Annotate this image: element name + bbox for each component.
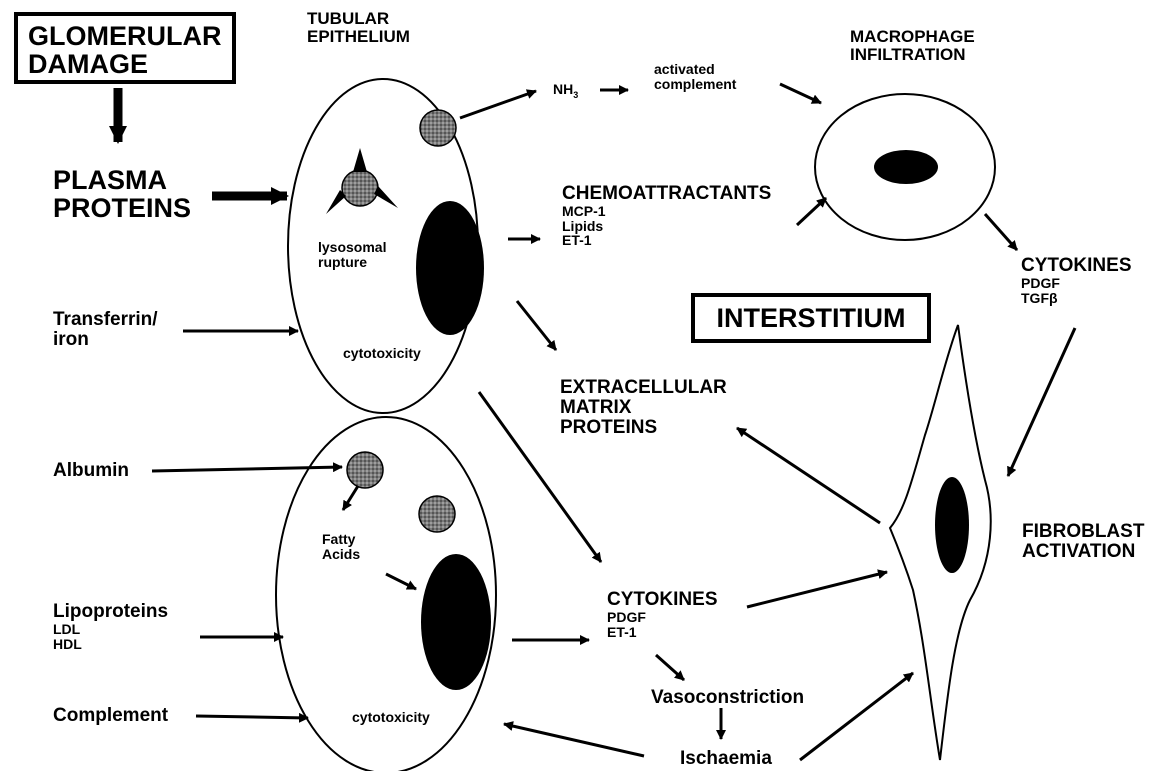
ischaemia-label: Ischaemia — [680, 749, 772, 769]
macrophage-nucleus — [874, 150, 938, 184]
cytotoxicity-upper-label: cytotoxicity — [343, 346, 421, 361]
arrow-chemoattractants-to-macrophage — [797, 198, 826, 225]
macrophage-infiltration-label: MACROPHAGE INFILTRATION — [850, 28, 975, 64]
arrow-lower-cytokines-to-fibroblast — [747, 572, 887, 607]
fatty-acids-label: Fatty Acids — [322, 532, 360, 561]
arrow-cell-to-ecm — [517, 301, 556, 350]
cytotoxicity-lower-label: cytotoxicity — [352, 710, 430, 725]
extracellular-matrix-label: EXTRACELLULAR MATRIX PROTEINS — [560, 378, 727, 438]
fibroblast-activation-label: FIBROBLAST ACTIVATION — [1022, 522, 1144, 562]
arrow-complement-to-macrophage — [780, 84, 821, 103]
lysosome-upper — [420, 110, 456, 146]
lysosomal-rupture-label: lysosomal rupture — [318, 240, 386, 269]
lipoproteins-label: Lipoproteins LDL HDL — [53, 602, 168, 651]
arrow-complement — [196, 716, 308, 718]
activated-complement-label: activated complement — [654, 62, 736, 91]
arrow-cytokines-to-vasoconstriction — [656, 655, 684, 680]
lysosome-rupture — [342, 170, 378, 206]
arrow-cytokines-to-fibroblast — [1008, 328, 1075, 476]
arrow-lysosome-to-nh3 — [460, 91, 536, 118]
albumin-label: Albumin — [53, 461, 129, 481]
arrow-macrophage-to-cytokines — [985, 214, 1017, 250]
glomerular-damage-line2: DAMAGE — [28, 50, 232, 78]
cytokines-upper-label: CYTOKINES PDGF TGFβ — [1021, 256, 1132, 305]
arrow-ischaemia-to-lower-cell — [504, 724, 644, 756]
nucleus-upper — [416, 201, 484, 335]
interstitium-label: INTERSTITIUM — [717, 304, 906, 332]
cytokines-lower-label: CYTOKINES PDGF ET-1 — [607, 590, 718, 639]
complement-label: Complement — [53, 706, 168, 726]
tubular-epithelium-label: TUBULAR EPITHELIUM — [307, 10, 410, 46]
interstitium-box: INTERSTITIUM — [691, 293, 931, 343]
lysosome-lower — [419, 496, 455, 532]
lysosome-albumin — [347, 452, 383, 488]
glomerular-damage-line1: GLOMERULAR — [28, 22, 232, 50]
fibroblast-nucleus — [935, 477, 969, 573]
chemoattractants-label: CHEMOATTRACTANTS MCP-1 Lipids ET-1 — [562, 184, 771, 248]
plasma-proteins-label: PLASMA PROTEINS — [53, 166, 191, 223]
glomerular-damage-box: GLOMERULAR DAMAGE — [14, 12, 236, 84]
arrow-ischaemia-to-fibroblast — [800, 673, 913, 760]
nucleus-lower — [421, 554, 491, 690]
arrow-fibroblast-to-ecm — [737, 428, 880, 523]
vasoconstriction-label: Vasoconstriction — [651, 688, 804, 708]
transferrin-iron-label: Transferrin/ iron — [53, 310, 158, 350]
nh3-label: NH3 — [553, 82, 578, 100]
